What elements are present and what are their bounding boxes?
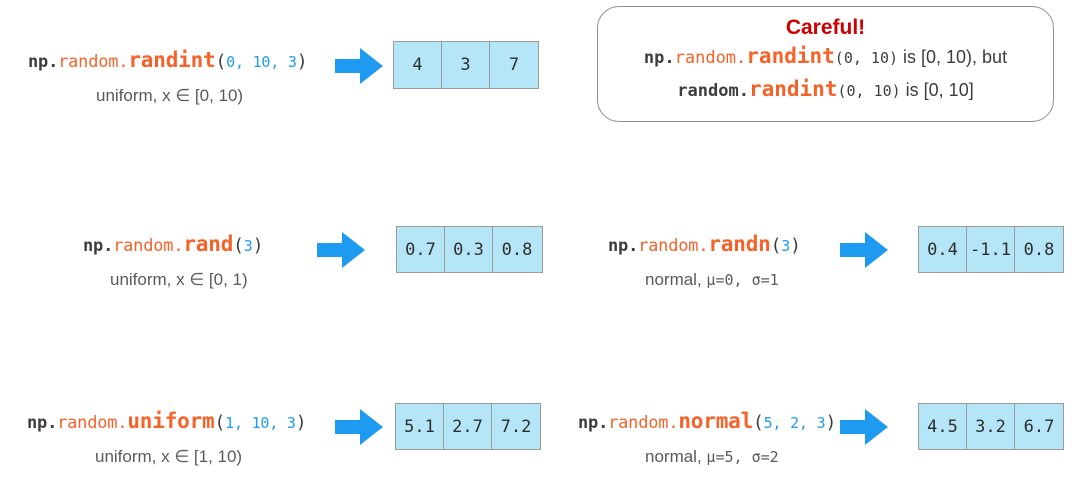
expr-module: random. [57,413,128,433]
expr-prefix: np. [608,236,639,256]
expression-randint: np.random.randint(0, 10, 3) [28,48,308,72]
right-arrow-icon [333,407,385,447]
expr-args: 5, 2, 3 [763,414,826,432]
expr-args: 0, 10, 3 [226,53,297,71]
subtitle-randn: normal, μ=0, σ=1 [645,270,779,290]
subtitle-mu: μ=0 [706,271,734,289]
array-randint: 4 3 7 [393,41,539,89]
careful-line-1: np.random.randint(0, 10) is [0, 10), but [598,41,1053,74]
array-cell: 5.1 [396,404,444,449]
careful2-tail: is [0, 10] [900,80,974,100]
expr-open-paren: ( [233,235,244,256]
expr-prefix: np. [28,52,59,72]
expression-randn: np.random.randn(3) [608,232,801,256]
right-arrow-icon [333,46,385,86]
expr-prefix: np. [27,413,58,433]
careful1-tail: is [0, 10), but [898,47,1008,67]
array-cell: 2.7 [444,404,492,449]
careful-line-2: random.randint(0, 10) is [0, 10] [598,74,1053,107]
expr-module: random. [638,236,709,256]
expr-function: rand [183,232,234,256]
expr-module: random. [58,52,129,72]
expr-function: uniform [127,409,215,433]
array-cell: 4.5 [919,404,967,449]
subtitle-uniform: uniform, x ∈ [1, 10) [95,447,243,466]
expr-module: random. [113,236,184,256]
expr-prefix: np. [83,236,114,256]
expr-close-paren: ) [790,235,801,256]
subtitle-mu: μ=5 [706,448,734,466]
array-cell: 0.4 [919,227,967,272]
right-arrow-icon [315,230,367,270]
array-rand: 0.7 0.3 0.8 [396,226,543,273]
array-cell: 0.7 [397,227,445,272]
subtitle-prefix: normal, [645,447,707,466]
array-cell: 0.8 [1023,239,1055,260]
array-uniform: 5.1 2.7 7.2 [395,403,541,450]
careful2-module: random. [677,81,749,101]
array-cell: 3 [442,42,490,88]
subtitle-normal: normal, μ=5, σ=2 [645,447,779,467]
array-randn: 0.4 -1.1 0.8 [918,226,1064,273]
expr-close-paren: ) [296,51,308,72]
expr-args: 3 [243,237,253,255]
expr-args: 1, 10, 3 [225,414,296,432]
careful1-module: random. [674,48,747,68]
expression-uniform: np.random.uniform(1, 10, 3) [27,409,307,433]
expr-module: random. [608,413,679,433]
expr-prefix: np. [578,413,609,433]
subtitle-separator: , [733,271,752,289]
careful-callout-box: Careful! np.random.randint(0, 10) is [0,… [597,6,1054,122]
subtitle-sigma: σ=2 [751,448,779,466]
expr-open-paren: ( [753,412,764,433]
expr-close-paren: ) [825,412,837,433]
array-cell: 0.3 [445,227,493,272]
expr-close-paren: ) [295,412,307,433]
expr-function: randint [128,48,216,72]
expr-open-paren: ( [215,51,227,72]
array-cell: 4 [394,42,442,88]
careful2-function: randint [748,77,838,101]
careful1-function: randint [746,44,835,68]
right-arrow-icon [838,230,890,270]
subtitle-prefix: normal, [645,270,707,289]
array-normal: 4.5 3.2 6.7 [918,403,1064,450]
expr-args: 3 [781,237,791,255]
expr-function: normal [678,409,754,433]
careful1-prefix: np. [643,48,675,68]
expr-open-paren: ( [770,235,782,256]
careful-title: Careful! [785,16,866,39]
subtitle-randint: uniform, x ∈ [0, 10) [96,86,244,105]
expression-normal: np.random.normal(5, 2, 3) [578,409,836,433]
expr-close-paren: ) [252,235,264,256]
array-cell: 7 [508,55,520,75]
array-cell: -1.1 [967,227,1015,272]
expression-rand: np.random.rand(3) [83,232,263,256]
array-cell: 7.2 [500,416,532,437]
array-cell: 0.8 [501,239,533,260]
expr-function: randn [708,232,771,256]
expr-open-paren: ( [214,412,226,433]
array-cell: 3.2 [967,404,1015,449]
careful2-args: (0, 10) [837,82,901,100]
careful1-args: (0, 10) [834,49,899,67]
subtitle-separator: , [733,448,752,466]
subtitle-rand: uniform, x ∈ [0, 1) [110,270,248,289]
right-arrow-icon [838,407,890,447]
array-cell: 6.7 [1023,416,1055,437]
subtitle-sigma: σ=1 [751,271,779,289]
